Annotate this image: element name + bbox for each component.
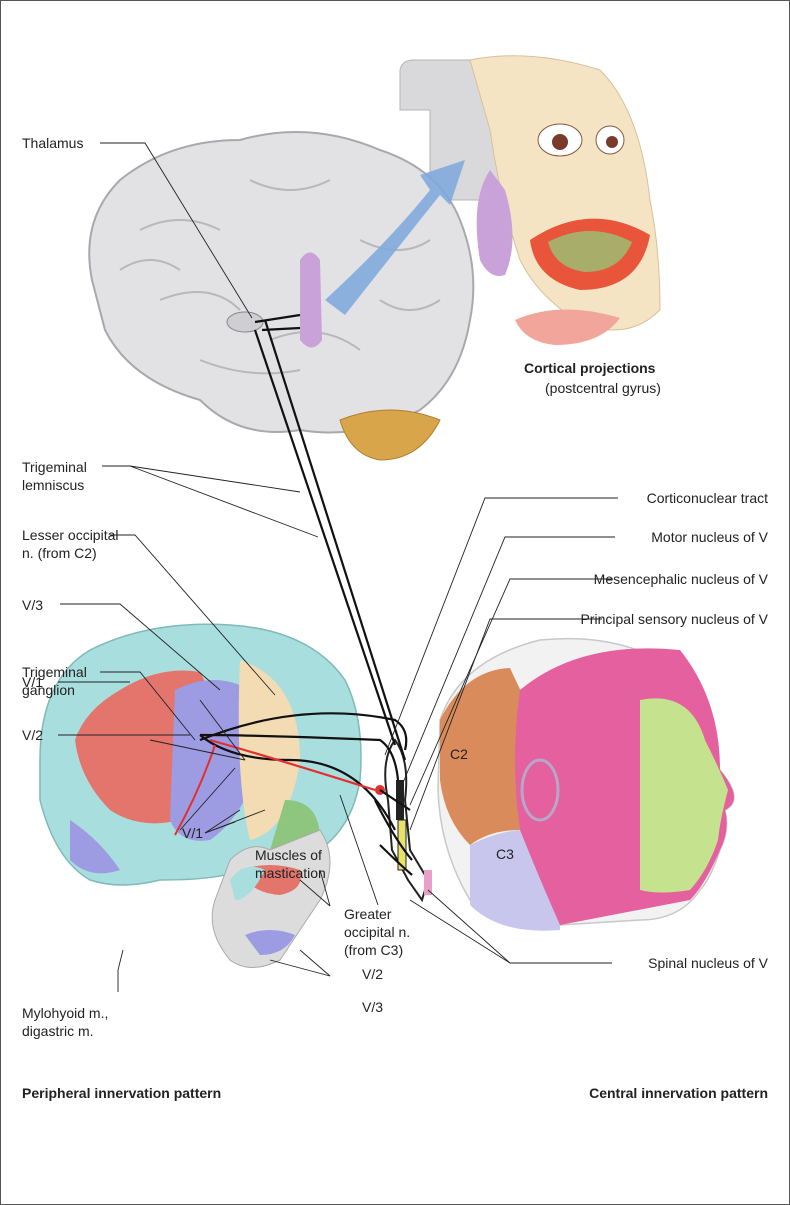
label-v2-left: V/2 <box>22 726 43 744</box>
label-mesencephalic-nucleus: Mesencephalic nucleus of V <box>594 570 768 588</box>
label-greater-occipital-3: (from C3) <box>344 941 403 959</box>
label-trigeminal-lemniscus-2: lemniscus <box>22 476 84 494</box>
label-v2-bottom: V/2 <box>362 965 383 983</box>
label-greater-occipital-2: occipital n. <box>344 923 410 941</box>
label-greater-occipital-1: Greater <box>344 905 391 923</box>
label-mylohyoid-2: digastric m. <box>22 1022 94 1040</box>
label-thalamus: Thalamus <box>22 134 83 152</box>
label-mylohyoid-1: Mylohyoid m., <box>22 1004 108 1022</box>
label-spinal-nucleus: Spinal nucleus of V <box>648 954 768 972</box>
caption-central-pattern: Central innervation pattern <box>589 1084 768 1102</box>
label-c3: C3 <box>496 845 514 863</box>
label-v3-bottom: V/3 <box>362 998 383 1016</box>
label-motor-nucleus: Motor nucleus of V <box>651 528 768 546</box>
label-v1-left: V/1 <box>22 673 43 691</box>
label-v1-bottom: V/1 <box>182 824 203 842</box>
central-head-illustration <box>438 639 734 931</box>
label-cortical-projections: Cortical projections <box>524 359 655 377</box>
label-principal-sensory-nucleus: Principal sensory nucleus of V <box>580 610 768 628</box>
label-postcentral-gyrus: (postcentral gyrus) <box>545 379 661 397</box>
label-c2: C2 <box>450 745 468 763</box>
brainstem-nuclei <box>375 740 432 900</box>
label-corticonuclear-tract: Corticonuclear tract <box>647 489 768 507</box>
label-muscles-mastication-2: mastication <box>255 864 326 882</box>
caption-peripheral-pattern: Peripheral innervation pattern <box>22 1084 221 1102</box>
label-lesser-occipital-1: Lesser occipital <box>22 526 119 544</box>
label-v3-top: V/3 <box>22 596 43 614</box>
label-muscles-mastication-1: Muscles of <box>255 846 322 864</box>
label-lesser-occipital-2: n. (from C2) <box>22 544 97 562</box>
label-trigeminal-lemniscus-1: Trigeminal <box>22 458 87 476</box>
